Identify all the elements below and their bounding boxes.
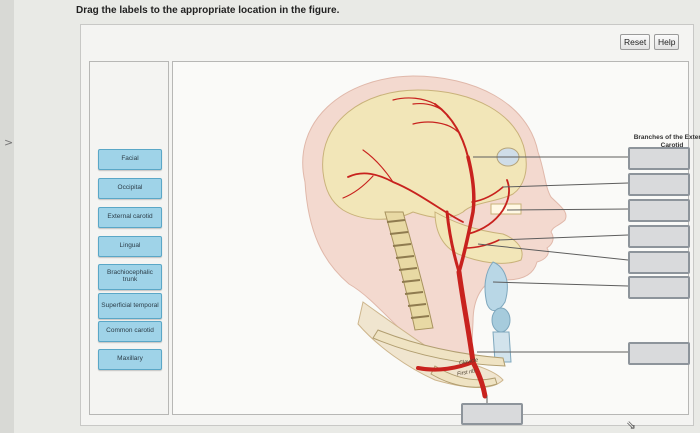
label-lingual[interactable]: Lingual — [98, 236, 162, 257]
drop-target-1[interactable] — [628, 147, 690, 170]
label-brachiocephalic-trunk[interactable]: Brachiocephalic trunk — [98, 264, 162, 290]
drop-target-2[interactable] — [628, 173, 690, 196]
instructions: Drag the labels to the appropriate locat… — [76, 5, 339, 16]
figure-area: Branches of the External Carotid Clavicl… — [172, 61, 689, 415]
leader-line-6 — [493, 282, 628, 286]
help-button[interactable]: Help — [654, 34, 679, 50]
page-edge — [0, 0, 14, 433]
drop-target-5[interactable] — [628, 251, 690, 274]
thyroid — [492, 308, 510, 332]
label-occipital[interactable]: Occipital — [98, 178, 162, 199]
drop-target-6[interactable] — [628, 276, 690, 299]
chevron-right-icon[interactable]: > — [4, 136, 13, 149]
activity-panel: Reset Help Facial Occipital External car… — [80, 24, 694, 426]
label-external-carotid[interactable]: External carotid — [98, 207, 162, 228]
drop-target-8[interactable] — [461, 403, 523, 425]
label-common-carotid[interactable]: Common carotid — [98, 321, 162, 342]
drop-target-4[interactable] — [628, 225, 690, 248]
mouse-pointer-icon: ⇘ — [626, 418, 636, 432]
reset-button[interactable]: Reset — [620, 34, 650, 50]
drop-target-3[interactable] — [628, 199, 690, 222]
drop-target-7[interactable] — [628, 342, 690, 365]
anatomy-figure — [173, 62, 688, 414]
label-maxillary[interactable]: Maxillary — [98, 349, 162, 370]
label-superficial-temporal[interactable]: Superficial temporal — [98, 293, 162, 319]
label-facial[interactable]: Facial — [98, 149, 162, 170]
